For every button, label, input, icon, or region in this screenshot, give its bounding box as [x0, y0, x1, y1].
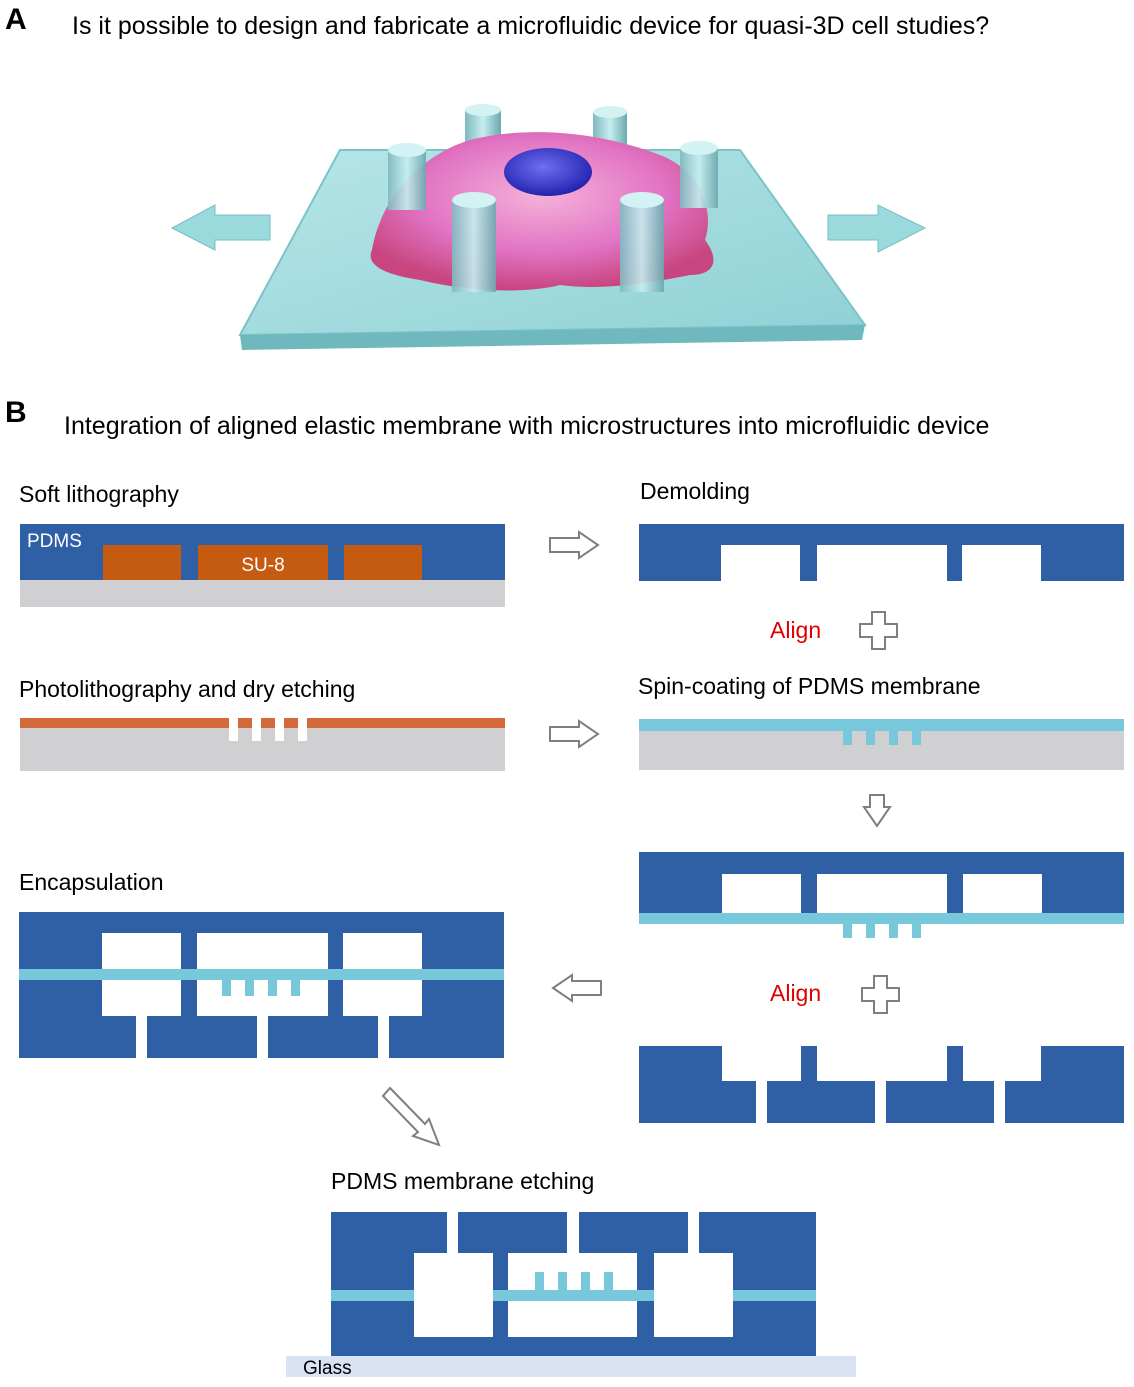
micropillar	[680, 141, 718, 208]
pdms-label: PDMS	[27, 531, 82, 552]
glass-label: Glass	[303, 1358, 352, 1379]
arrow-diagonal-icon	[381, 1086, 441, 1147]
step-encapsulation: Encapsulation	[19, 869, 164, 895]
arrow-down-icon	[862, 794, 892, 828]
plus-icon	[859, 611, 898, 650]
align-label-2: Align	[770, 980, 822, 1006]
encapsulation-diagram	[19, 912, 504, 1058]
panel-b-letter: B	[5, 396, 27, 429]
bonded-top-layer-diagram	[639, 852, 1124, 938]
step-spin-coating: Spin-coating of PDMS membrane	[638, 673, 981, 699]
stretch-right-arrow-icon	[827, 204, 927, 253]
step-soft-lithography: Soft lithography	[19, 481, 179, 507]
membrane-etching-diagram: Glass	[286, 1212, 856, 1379]
demolding-diagram	[639, 524, 1124, 581]
cell-nucleus	[504, 148, 592, 196]
align-label-1: Align	[770, 617, 822, 643]
spin-coating-diagram	[639, 719, 1124, 770]
bottom-layer-diagram	[639, 1046, 1124, 1123]
micropillar	[620, 192, 664, 292]
soft-lithography-diagram: PDMS SU-8	[20, 524, 505, 607]
arrow-left-icon	[551, 973, 602, 1003]
stretch-left-arrow-icon	[170, 204, 271, 251]
arrow-right-icon	[549, 530, 600, 560]
cell-device-illustration	[170, 104, 927, 350]
photolithography-diagram	[20, 718, 505, 771]
panel-b-title: Integration of aligned elastic membrane …	[64, 412, 990, 440]
su8-label: SU-8	[241, 555, 284, 576]
step-demolding: Demolding	[640, 478, 750, 504]
micropillar	[452, 192, 496, 292]
step-membrane-etching: PDMS membrane etching	[331, 1168, 595, 1194]
panel-a-letter: A	[5, 3, 27, 36]
micropillar	[388, 143, 426, 210]
panel-a-title: Is it possible to design and fabricate a…	[72, 12, 990, 40]
step-photolithography: Photolithography and dry etching	[19, 676, 356, 702]
arrow-right-icon	[549, 719, 600, 749]
plus-icon	[861, 975, 900, 1014]
